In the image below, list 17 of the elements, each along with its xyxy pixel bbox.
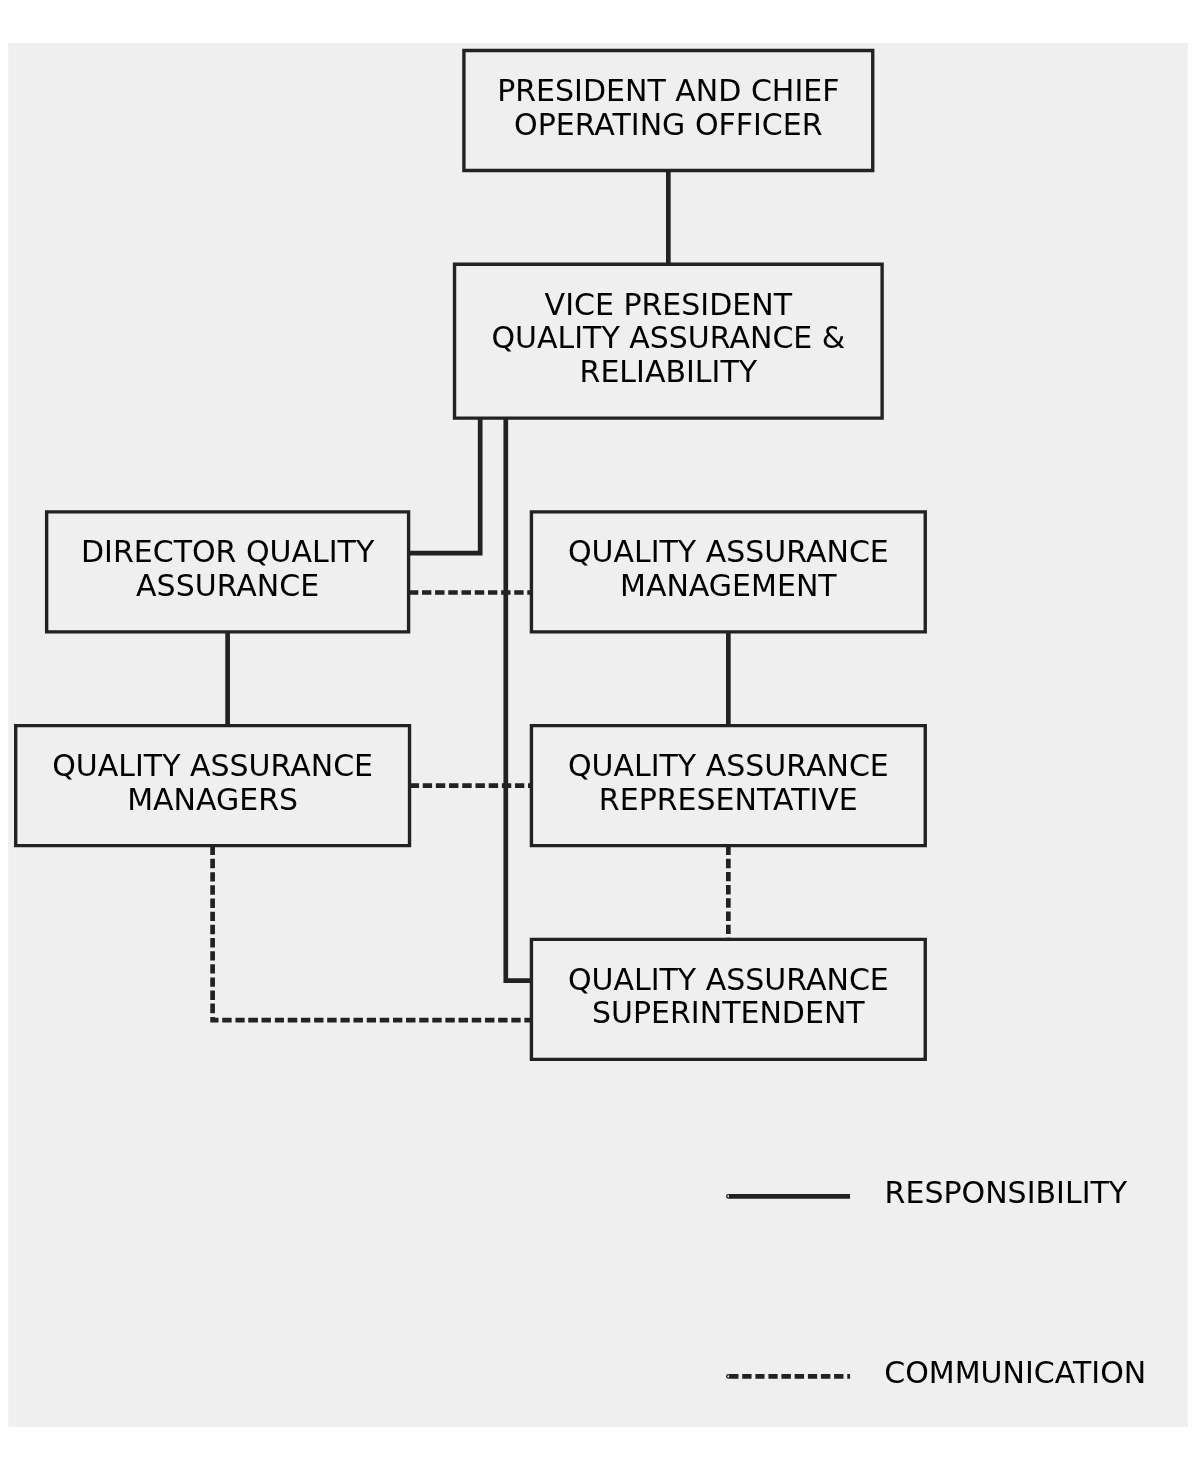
- node-box: PRESIDENT AND CHIEF OPERATING OFFICER: [462, 48, 875, 173]
- node-box: QUALITY ASSURANCE REPRESENTATIVE: [529, 723, 927, 848]
- node-box: DIRECTOR QUALITY ASSURANCE: [44, 510, 411, 634]
- connector: [409, 418, 483, 556]
- connector: [210, 846, 532, 1023]
- node-box: QUALITY ASSURANCE MANAGERS: [14, 723, 412, 848]
- connector: [225, 631, 230, 726]
- connector: [726, 845, 731, 939]
- connector: [726, 631, 731, 726]
- connector: [666, 171, 671, 264]
- legend-label: RESPONSIBILITY: [884, 1175, 1128, 1211]
- legend-label: COMMUNICATION: [884, 1355, 1147, 1391]
- node-box: VICE PRESIDENT QUALITY ASSURANCE & RELIABILITY: [452, 262, 884, 420]
- connector: [409, 783, 532, 788]
- node-box: QUALITY ASSURANCE MANAGEMENT: [529, 510, 927, 634]
- connector: [409, 590, 532, 595]
- node-box: QUALITY ASSURANCE SUPERINTENDENT: [529, 937, 927, 1062]
